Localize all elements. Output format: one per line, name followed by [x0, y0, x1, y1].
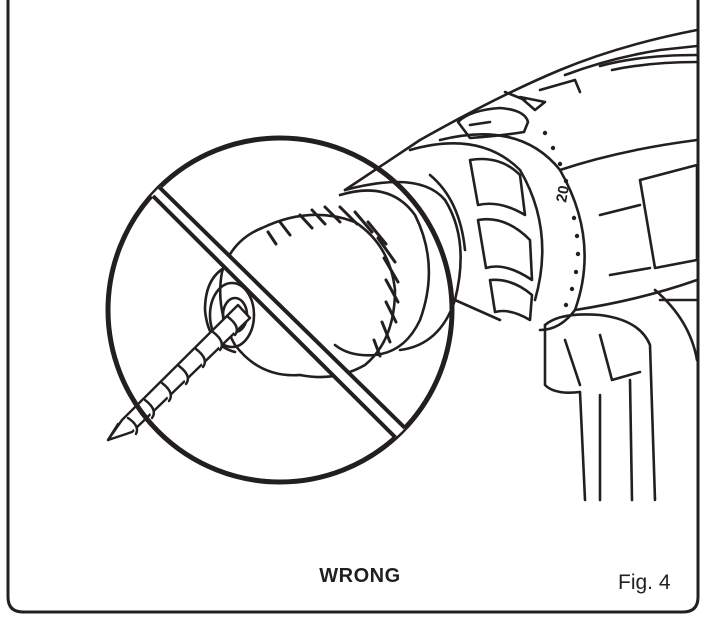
prohibition-symbol — [105, 135, 455, 485]
figure-frame — [6, 0, 700, 614]
figure-number: Fig. 4 — [618, 571, 671, 594]
dial-number: 20 — [553, 184, 573, 203]
prohibition-circle — [105, 135, 455, 485]
chuck-knurling — [266, 205, 400, 358]
caption-wrong: WRONG — [319, 565, 401, 587]
prohibition-slash — [150, 185, 407, 440]
drill-body — [343, 28, 699, 502]
drill-bit — [106, 303, 252, 442]
clutch-dial-ticks — [542, 130, 581, 308]
